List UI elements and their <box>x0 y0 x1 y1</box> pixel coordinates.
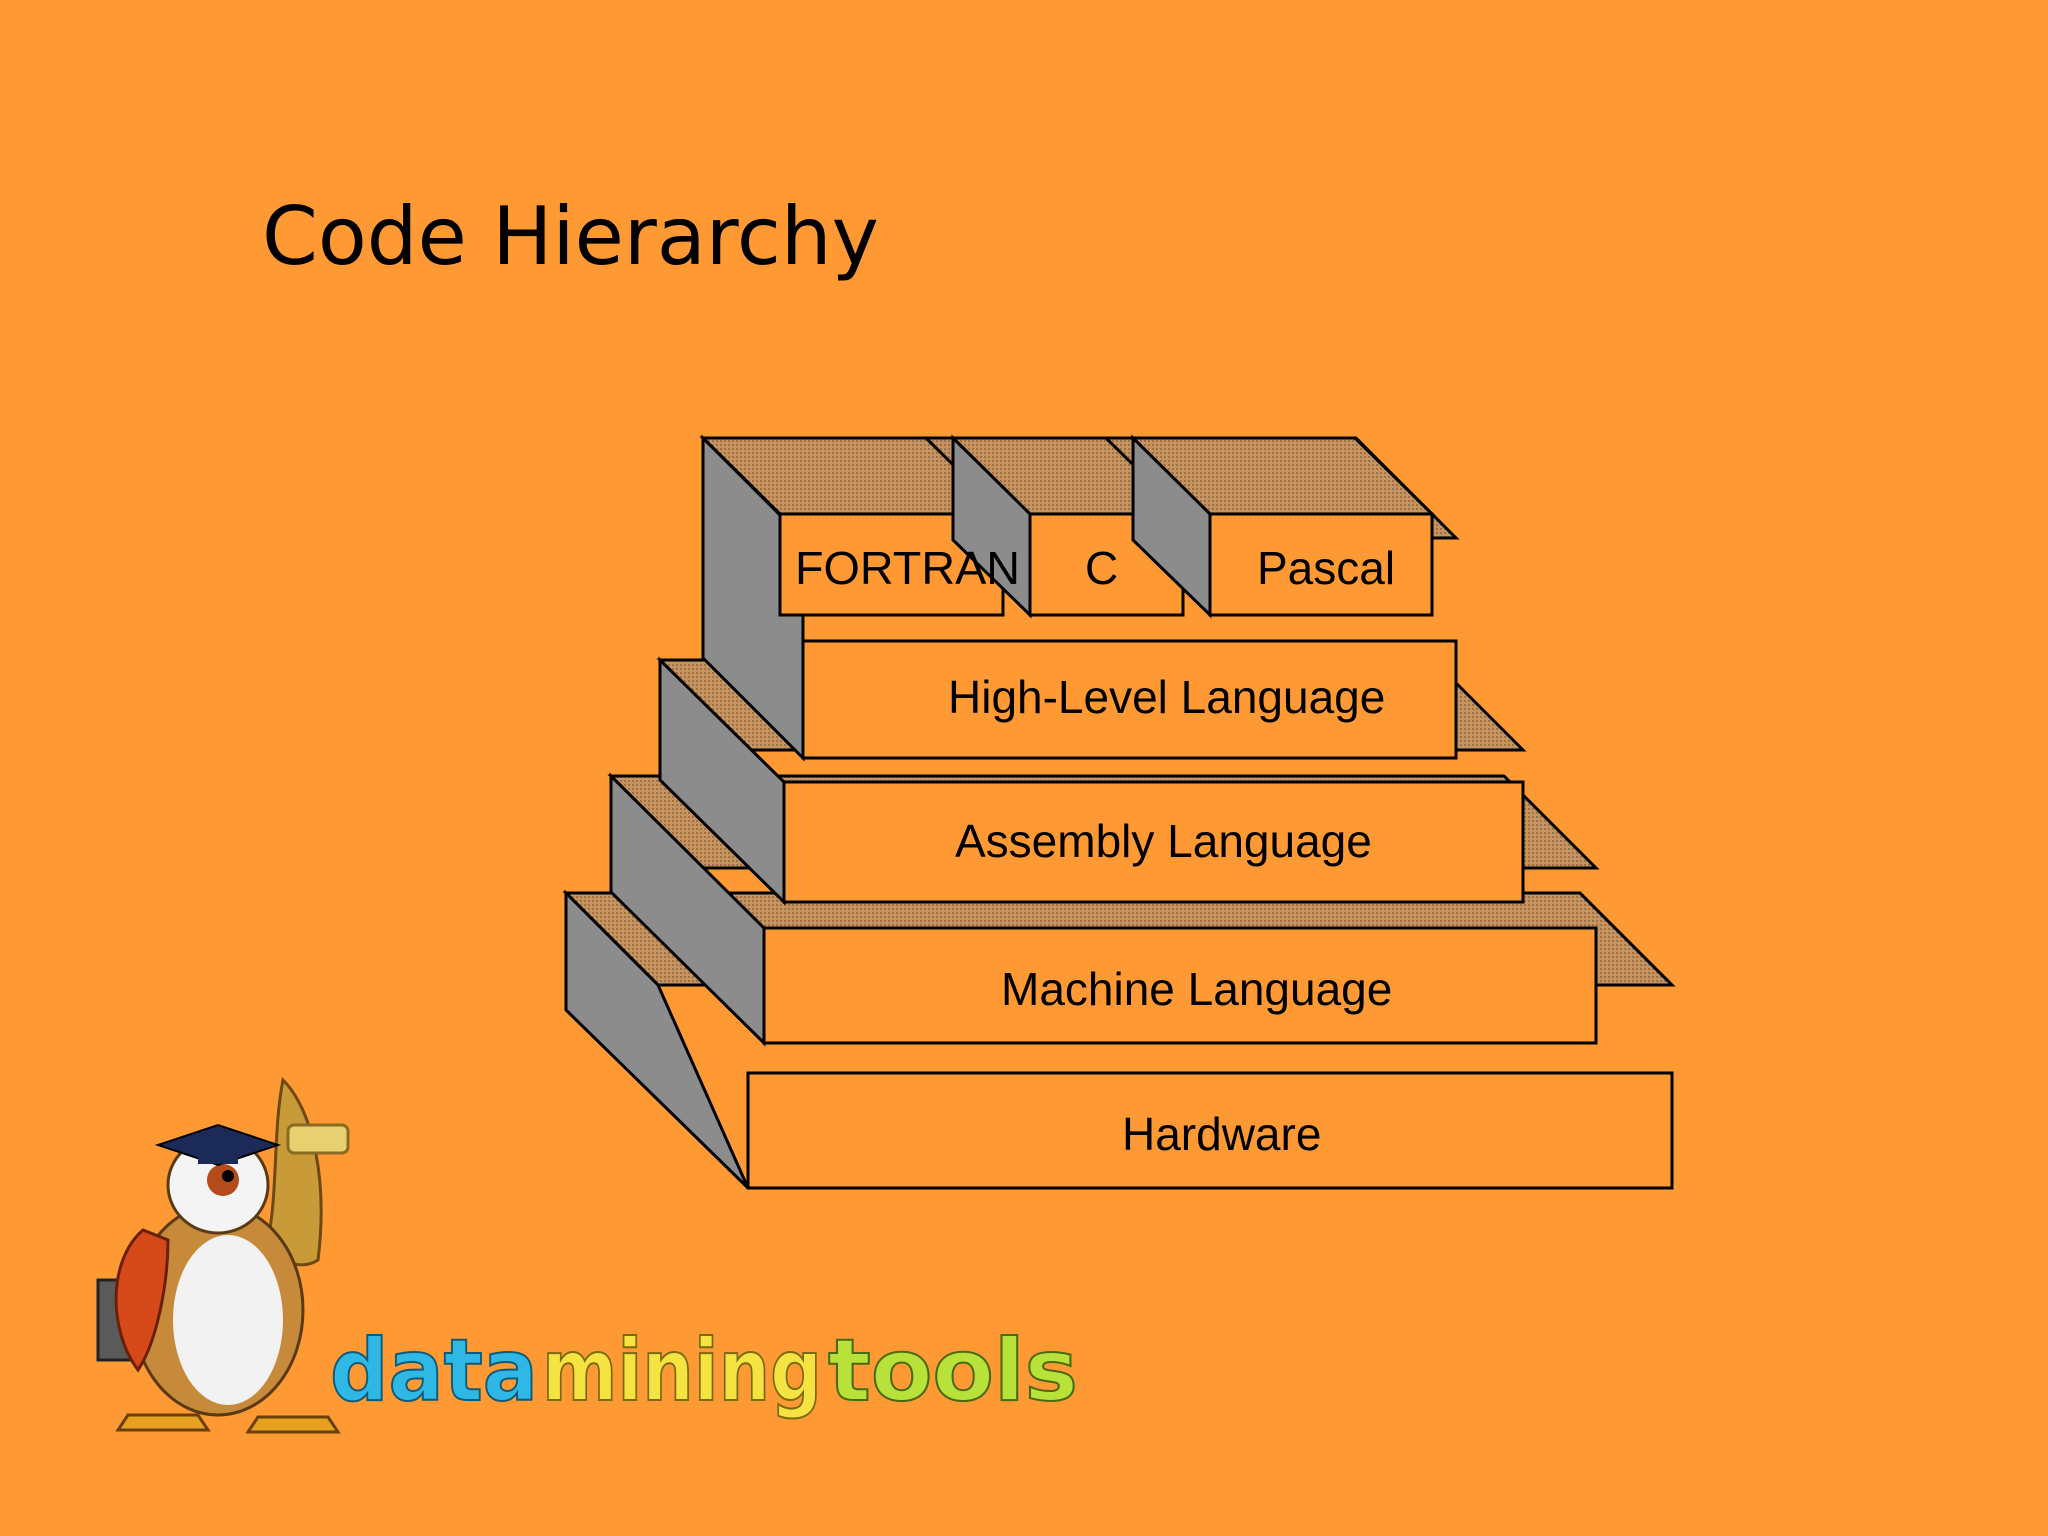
logo-wordmark: data mining tools <box>329 1318 1100 1433</box>
label-c: C <box>1085 542 1118 594</box>
label-pascal: Pascal <box>1257 542 1395 594</box>
label-fortran: FORTRAN <box>795 542 1020 594</box>
slide-title: Code Hierarchy <box>262 190 879 283</box>
label-assembly-language: Assembly Language <box>955 815 1372 867</box>
label-high-level-language: High-Level Language <box>948 671 1385 723</box>
logo-segment-mining: mining <box>542 1321 822 1421</box>
logo-segment-data: data <box>330 1321 538 1421</box>
block-pascal <box>1129 434 1436 619</box>
block-c <box>949 434 1187 619</box>
label-hardware: Hardware <box>1122 1108 1321 1160</box>
label-machine-language: Machine Language <box>1001 963 1392 1015</box>
logo-segment-tools: tools <box>828 1321 1078 1421</box>
owl-graduate-icon <box>96 1076 350 1434</box>
